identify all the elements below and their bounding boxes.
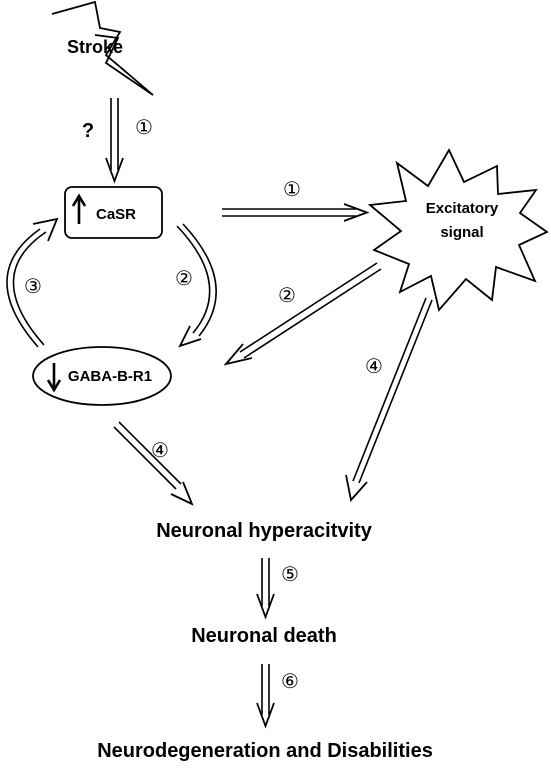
step-label-1-stroke: ① xyxy=(135,117,153,139)
arrow-gaba-to-casr xyxy=(6,217,59,348)
arrow-excitatory-to-gaba xyxy=(223,262,382,366)
gaba-ellipse xyxy=(32,346,172,406)
hyperactivity-label: Neuronal hyperacitvity xyxy=(156,520,373,542)
step-label-2-casr: ② xyxy=(175,268,193,290)
question-mark: ? xyxy=(82,120,94,142)
step-label-6: ⑥ xyxy=(281,671,299,693)
step-label-2-excitatory: ② xyxy=(278,285,296,307)
casr-label: CaSR xyxy=(96,206,136,223)
casr-box xyxy=(64,186,163,239)
excitatory-label-line2: signal xyxy=(440,224,483,241)
excitatory-label-line1: Excitatory xyxy=(426,200,499,217)
arrow-excitatory-to-hyperactivity xyxy=(345,297,433,502)
arrow-death-to-outcome xyxy=(256,664,275,729)
lightning-bolt-icon xyxy=(51,0,154,96)
death-label: Neuronal death xyxy=(191,625,337,647)
stroke-label: Stroke xyxy=(67,37,123,57)
down-arrow-icon xyxy=(46,363,62,393)
arrow-casr-to-gaba xyxy=(176,223,217,348)
arrow-casr-to-excitatory xyxy=(222,203,370,222)
step-label-1-casr: ① xyxy=(283,179,301,201)
step-label-3: ③ xyxy=(24,276,42,298)
step-label-5: ⑤ xyxy=(281,564,299,586)
arrow-stroke-to-casr xyxy=(105,98,124,184)
arrow-hyperactivity-to-death xyxy=(256,558,275,620)
up-arrow-icon xyxy=(71,193,87,224)
outcome-label: Neurodegeneration and Disabilities xyxy=(97,740,433,762)
step-label-4-gaba: ④ xyxy=(151,440,169,462)
excitatory-star xyxy=(367,148,549,312)
gaba-label: GABA-B-R1 xyxy=(68,368,152,385)
arrow-gaba-to-hyperactivity xyxy=(113,421,194,506)
step-label-4-excitatory: ④ xyxy=(365,356,383,378)
